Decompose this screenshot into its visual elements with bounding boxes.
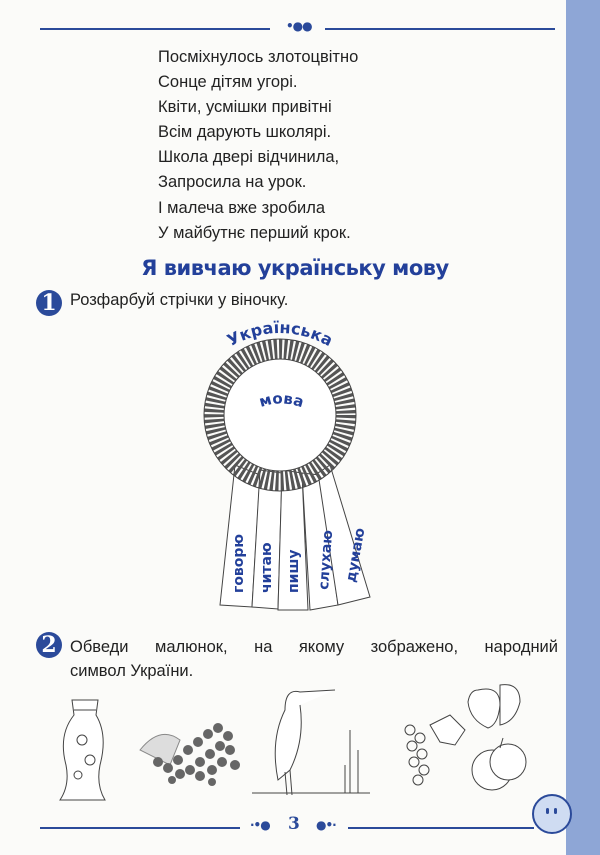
poem-line: Школа двері відчинила, [158, 148, 340, 167]
vase-picture[interactable] [59, 699, 106, 801]
ribbon-label: говорю [231, 534, 247, 593]
poem-line: Сонце дітям угорі. [158, 73, 298, 92]
header-rule-left [40, 28, 270, 30]
side-strip [566, 0, 600, 855]
fruits-picture[interactable] [404, 684, 527, 791]
poem-line: У майбутнє перший крок. [158, 223, 351, 242]
ribbons [219, 464, 371, 611]
task-number-badge: 2 [36, 632, 62, 658]
heron-picture[interactable] [252, 689, 370, 796]
pictures-row [59, 684, 527, 801]
poem-line: Посміхнулось злотоцвітно [158, 48, 359, 66]
smiley-icon [532, 794, 572, 834]
flower-wreath[interactable] [204, 339, 356, 491]
poem-line: І малеча вже зробила [158, 198, 326, 217]
task1-text: Розфарбуй стрічки у віночку. [70, 291, 289, 309]
footer-dots-ornament: ·•● [250, 818, 271, 832]
header-dots-ornament: •●● [286, 19, 313, 33]
section-title: Я вивчаю українську мову [141, 256, 449, 280]
poem-line: Квіти, усмішки привітні [158, 98, 332, 117]
page-number: 3 [288, 814, 300, 834]
task2-text-line2: символ України. [70, 662, 194, 680]
ribbon-label: пишу [286, 550, 302, 593]
footer-rule-right [348, 827, 534, 829]
task2-text-line1: Обведи малюнок, на якому зображено, наро… [70, 638, 558, 656]
ribbon-label: слухаю [316, 530, 336, 591]
header-rule-right [325, 28, 555, 30]
viburnum-picture[interactable] [139, 723, 240, 786]
poem-line: Всім дарують школярі. [158, 123, 332, 142]
poem-line: Запросила на урок. [158, 173, 307, 192]
ribbon-label: читаю [259, 542, 275, 593]
footer-rule-left [40, 827, 240, 829]
poem: Посміхнулось злотоцвітно Сонце дітям уго… [158, 45, 358, 246]
footer-dots-ornament: ●•· [316, 818, 337, 832]
wreath-illustration: Українська мова говорю читаю пишу слухаю… [203, 318, 371, 611]
task-number-badge: 1 [36, 290, 62, 316]
